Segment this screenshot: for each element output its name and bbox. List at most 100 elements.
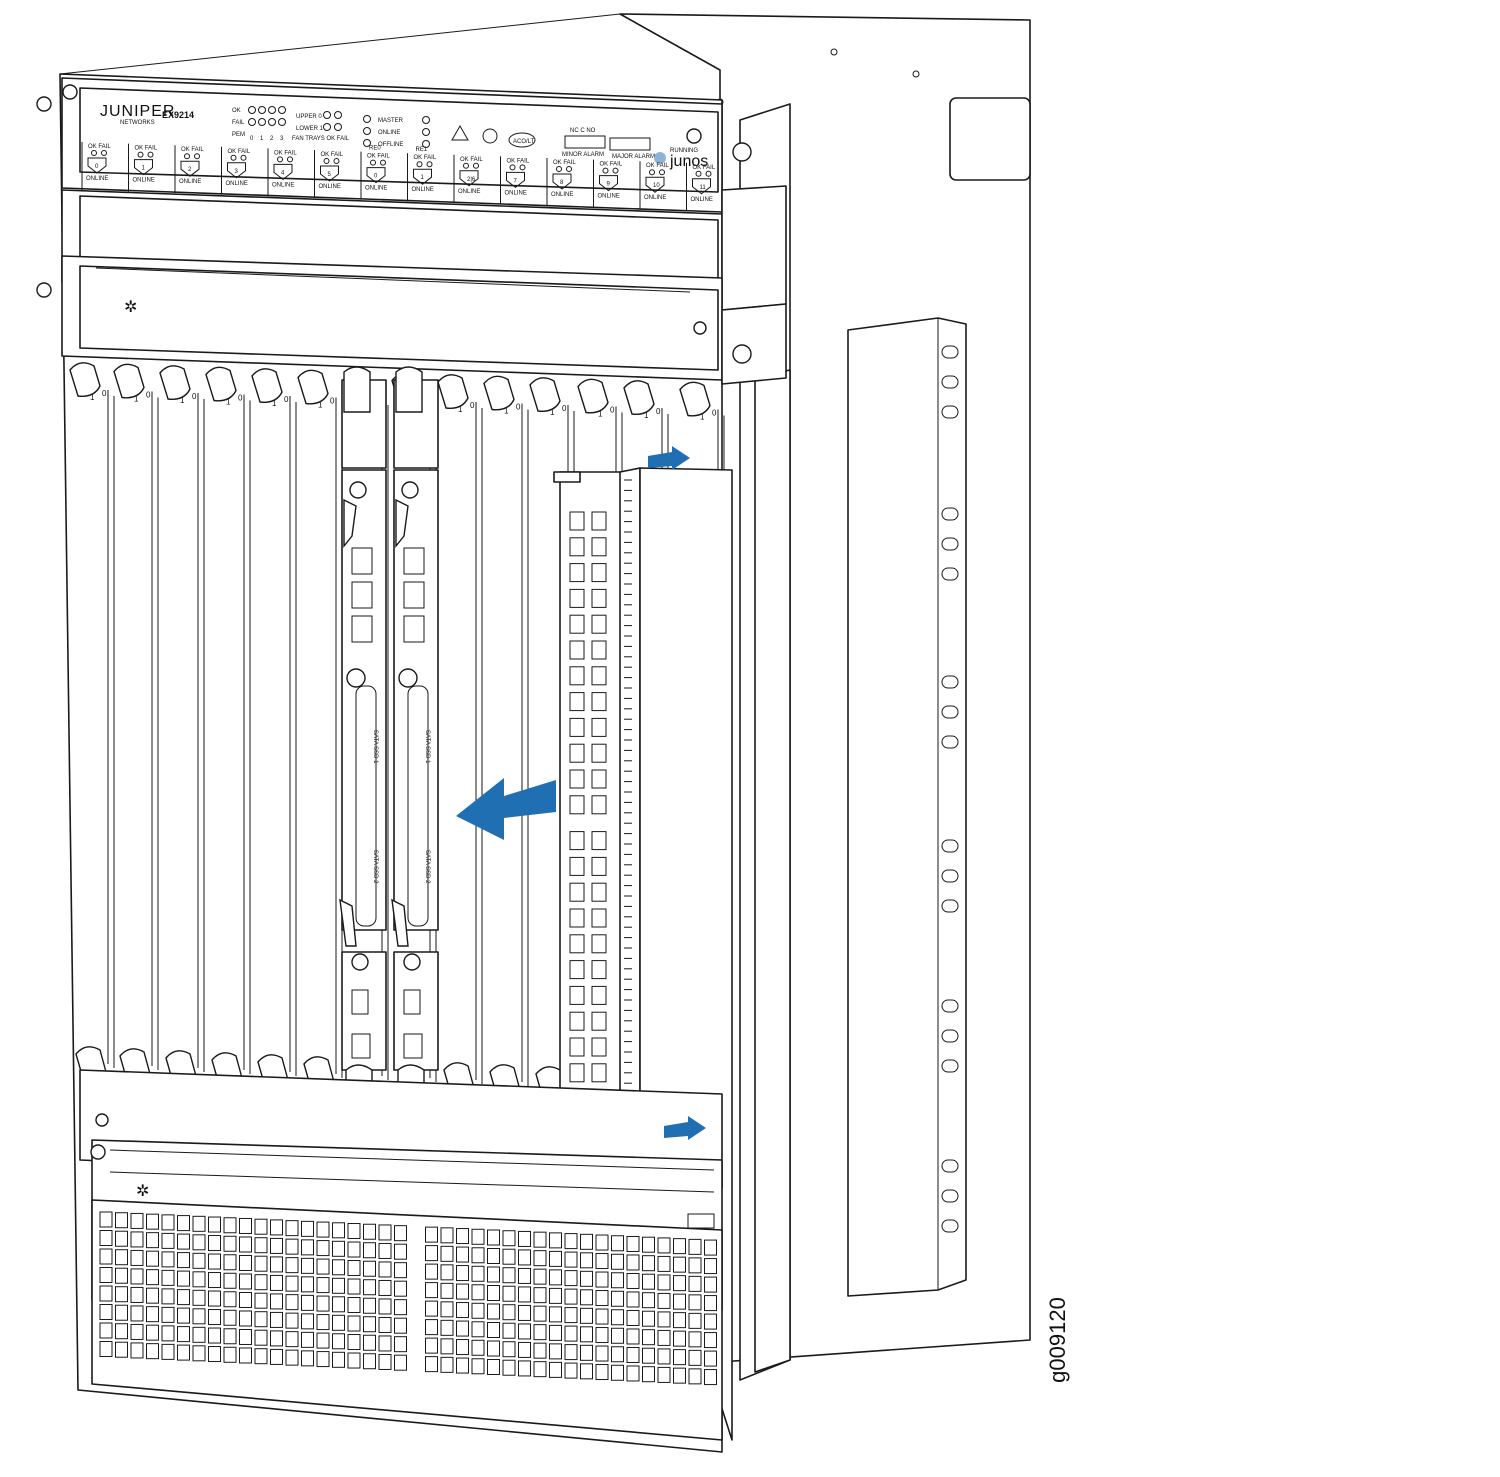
card-port[interactable] [569, 908, 585, 928]
top-ejector-handle[interactable] [251, 368, 283, 403]
re-top-handle[interactable] [343, 366, 371, 413]
slot-online-button[interactable] [552, 173, 572, 190]
grille-cell [549, 1324, 562, 1341]
card-port[interactable] [591, 1011, 607, 1031]
card-port[interactable] [591, 934, 607, 954]
card-port[interactable] [591, 588, 607, 608]
top-ejector-handle[interactable] [69, 362, 101, 397]
slot-online-button[interactable] [180, 160, 200, 177]
re-ethernet-port[interactable] [351, 615, 373, 643]
card-port[interactable] [569, 640, 585, 660]
card-port[interactable] [569, 882, 585, 902]
top-ejector-handle[interactable] [623, 380, 655, 415]
re-latch-handle[interactable] [339, 898, 357, 947]
slot-online-button[interactable] [692, 178, 711, 195]
card-port[interactable] [591, 666, 607, 686]
slot-online-button[interactable] [459, 170, 479, 187]
slot-online-button[interactable] [134, 159, 153, 176]
card-port[interactable] [591, 769, 607, 789]
re-console-port[interactable] [351, 1033, 371, 1059]
slot-online-button[interactable] [227, 162, 246, 179]
slot-online-button[interactable] [273, 163, 293, 181]
card-port[interactable] [591, 743, 607, 763]
re-captive-screw-icon[interactable] [346, 668, 366, 688]
card-port[interactable] [569, 960, 585, 980]
top-ejector-handle[interactable] [297, 369, 329, 405]
re-ethernet-port[interactable] [351, 581, 373, 609]
card-port[interactable] [569, 1037, 585, 1057]
card-port[interactable] [591, 692, 607, 712]
card-port[interactable] [591, 1063, 607, 1083]
re-captive-screw-icon[interactable] [401, 481, 419, 499]
card-port[interactable] [569, 831, 585, 851]
card-port[interactable] [569, 856, 585, 876]
slot-online-button[interactable] [413, 168, 432, 185]
slot-online-button[interactable] [320, 165, 339, 182]
card-port[interactable] [569, 934, 585, 954]
re-top-handle[interactable] [395, 366, 423, 413]
grille-cell [673, 1293, 686, 1310]
card-port[interactable] [569, 563, 585, 583]
slot-online-button[interactable] [506, 171, 525, 189]
card-port[interactable] [569, 743, 585, 763]
card-port[interactable] [591, 985, 607, 1005]
re-ethernet-port[interactable] [403, 581, 425, 609]
re-ethernet-port[interactable] [403, 615, 425, 643]
grille-cell [487, 1285, 500, 1301]
slot-number-label: 4 [281, 170, 285, 176]
top-ejector-handle[interactable] [577, 378, 609, 414]
upper-fan-tray[interactable]: ✲ [61, 255, 787, 385]
re-captive-screw-icon[interactable] [349, 481, 367, 499]
card-port[interactable] [591, 908, 607, 928]
card-port[interactable] [591, 1037, 607, 1057]
re-captive-screw-icon[interactable] [403, 953, 421, 971]
card-port[interactable] [591, 882, 607, 902]
re-console-port[interactable] [403, 1033, 423, 1059]
re-usb-port[interactable] [403, 989, 421, 1015]
card-port[interactable] [591, 856, 607, 876]
grille-cell [580, 1233, 593, 1250]
re-captive-screw-icon[interactable] [398, 668, 418, 688]
card-port[interactable] [591, 511, 607, 531]
aco-lt-button[interactable] [508, 132, 536, 148]
card-port[interactable] [591, 614, 607, 634]
top-ejector-handle[interactable] [679, 381, 711, 417]
card-port[interactable] [591, 717, 607, 737]
card-port[interactable] [569, 985, 585, 1005]
card-port[interactable] [569, 717, 585, 737]
top-ejector-handle[interactable] [205, 366, 237, 402]
card-port[interactable] [591, 795, 607, 815]
card-port[interactable] [591, 640, 607, 660]
card-port[interactable] [569, 511, 585, 531]
card-port[interactable] [569, 537, 585, 557]
card-port[interactable] [591, 960, 607, 980]
card-port[interactable] [569, 692, 585, 712]
slot-online-button[interactable] [599, 175, 618, 192]
slot-online-button[interactable] [366, 167, 386, 184]
slot-online-button[interactable] [87, 157, 107, 174]
card-port[interactable] [591, 537, 607, 557]
top-ejector-handle[interactable] [159, 365, 191, 400]
top-ejector-handle[interactable] [437, 374, 469, 409]
re-captive-screw-icon[interactable] [351, 953, 369, 971]
card-port[interactable] [569, 769, 585, 789]
re-ethernet-port[interactable] [351, 547, 373, 575]
card-port[interactable] [591, 563, 607, 583]
card-port[interactable] [569, 1063, 585, 1083]
re-latch-handle[interactable] [395, 498, 409, 548]
re-latch-handle[interactable] [343, 498, 357, 548]
top-ejector-handle[interactable] [113, 363, 145, 399]
re-ethernet-port[interactable] [403, 547, 425, 575]
re-usb-port[interactable] [351, 989, 369, 1015]
card-port[interactable] [569, 795, 585, 815]
grille-cell [115, 1230, 128, 1247]
re-latch-handle[interactable] [391, 898, 409, 947]
card-port[interactable] [569, 614, 585, 634]
card-port[interactable] [569, 666, 585, 686]
card-port[interactable] [569, 1011, 585, 1031]
top-ejector-handle[interactable] [483, 375, 515, 411]
top-ejector-handle[interactable] [529, 377, 561, 412]
slot-online-button[interactable] [645, 176, 665, 193]
card-port[interactable] [569, 588, 585, 608]
card-port[interactable] [591, 831, 607, 851]
